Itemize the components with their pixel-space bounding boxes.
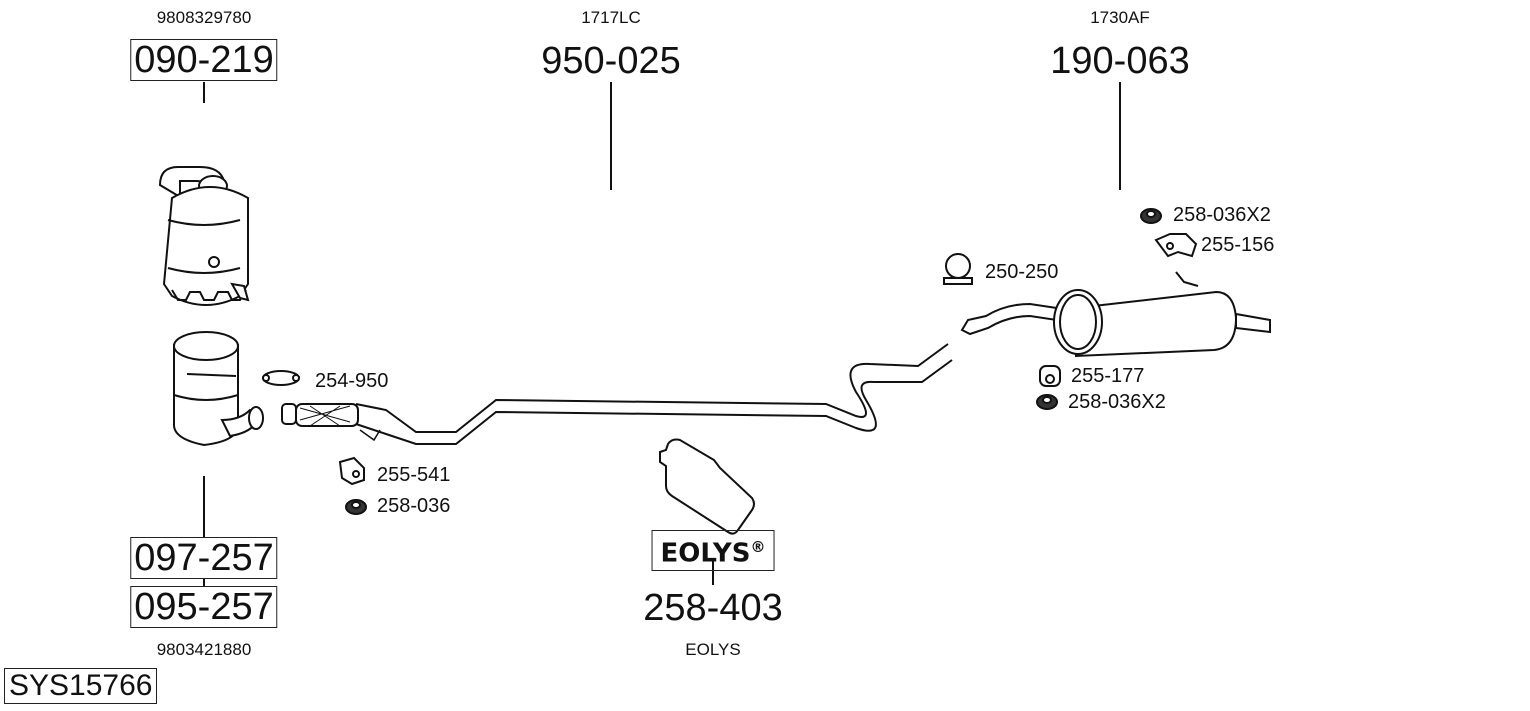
part-number-095-257[interactable]: 095-257 [130, 586, 278, 628]
dpf-bottom-drawing [173, 331, 264, 447]
eolys-caption: EOLYS [685, 640, 741, 659]
part-number-090-219[interactable]: 090-219 [130, 39, 278, 81]
dpf-top-drawing [158, 166, 250, 306]
part-number-097-257[interactable]: 097-257 [130, 537, 278, 579]
front-pipe-drawing [281, 343, 953, 445]
part-number-950-025[interactable]: 950-025 [541, 40, 681, 82]
mounting-bracket-icon-255-541 [338, 456, 365, 486]
system-id: SYS15766 [4, 668, 158, 704]
oe-number-1730AF: 1730AF [1090, 8, 1150, 27]
eolys-badge: EOLYS® [651, 530, 775, 571]
accessory-label-255-177[interactable]: 255-177 [1071, 365, 1145, 387]
accessory-label-258-036X2-bottom[interactable]: 258-036X2 [1068, 391, 1166, 413]
hanger-bracket-icon-255-156 [1154, 233, 1198, 258]
nut-icon-258-036 [345, 499, 367, 515]
accessory-label-255-541[interactable]: 255-541 [377, 464, 451, 486]
u-clamp-icon-250-250 [943, 253, 973, 285]
accessory-label-255-156[interactable]: 255-156 [1201, 234, 1275, 256]
oe-number-1717LC: 1717LC [581, 8, 641, 27]
accessory-label-250-250[interactable]: 250-250 [985, 261, 1059, 283]
part-number-190-063[interactable]: 190-063 [1050, 40, 1190, 82]
nut-icon-258-036X2-bottom [1036, 394, 1058, 410]
nut-icon-258-036X2-top [1140, 208, 1162, 224]
accessory-label-258-036[interactable]: 258-036 [377, 495, 451, 517]
oe-number-9808329780: 9808329780 [156, 8, 252, 27]
eolys-tank-drawing [659, 438, 755, 535]
part-number-258-403[interactable]: 258-403 [643, 587, 783, 629]
eolys-badge-text: EOLYS [660, 538, 751, 569]
accessory-label-254-950[interactable]: 254-950 [315, 370, 389, 392]
rubber-mount-icon-255-177 [1039, 365, 1061, 387]
oe-number-9803421880: 9803421880 [156, 640, 252, 659]
clamp-icon-254-950 [262, 370, 300, 386]
registered-mark: ® [750, 538, 766, 556]
accessory-label-258-036X2-top[interactable]: 258-036X2 [1173, 204, 1271, 226]
rear-silencer-drawing [960, 271, 1271, 358]
